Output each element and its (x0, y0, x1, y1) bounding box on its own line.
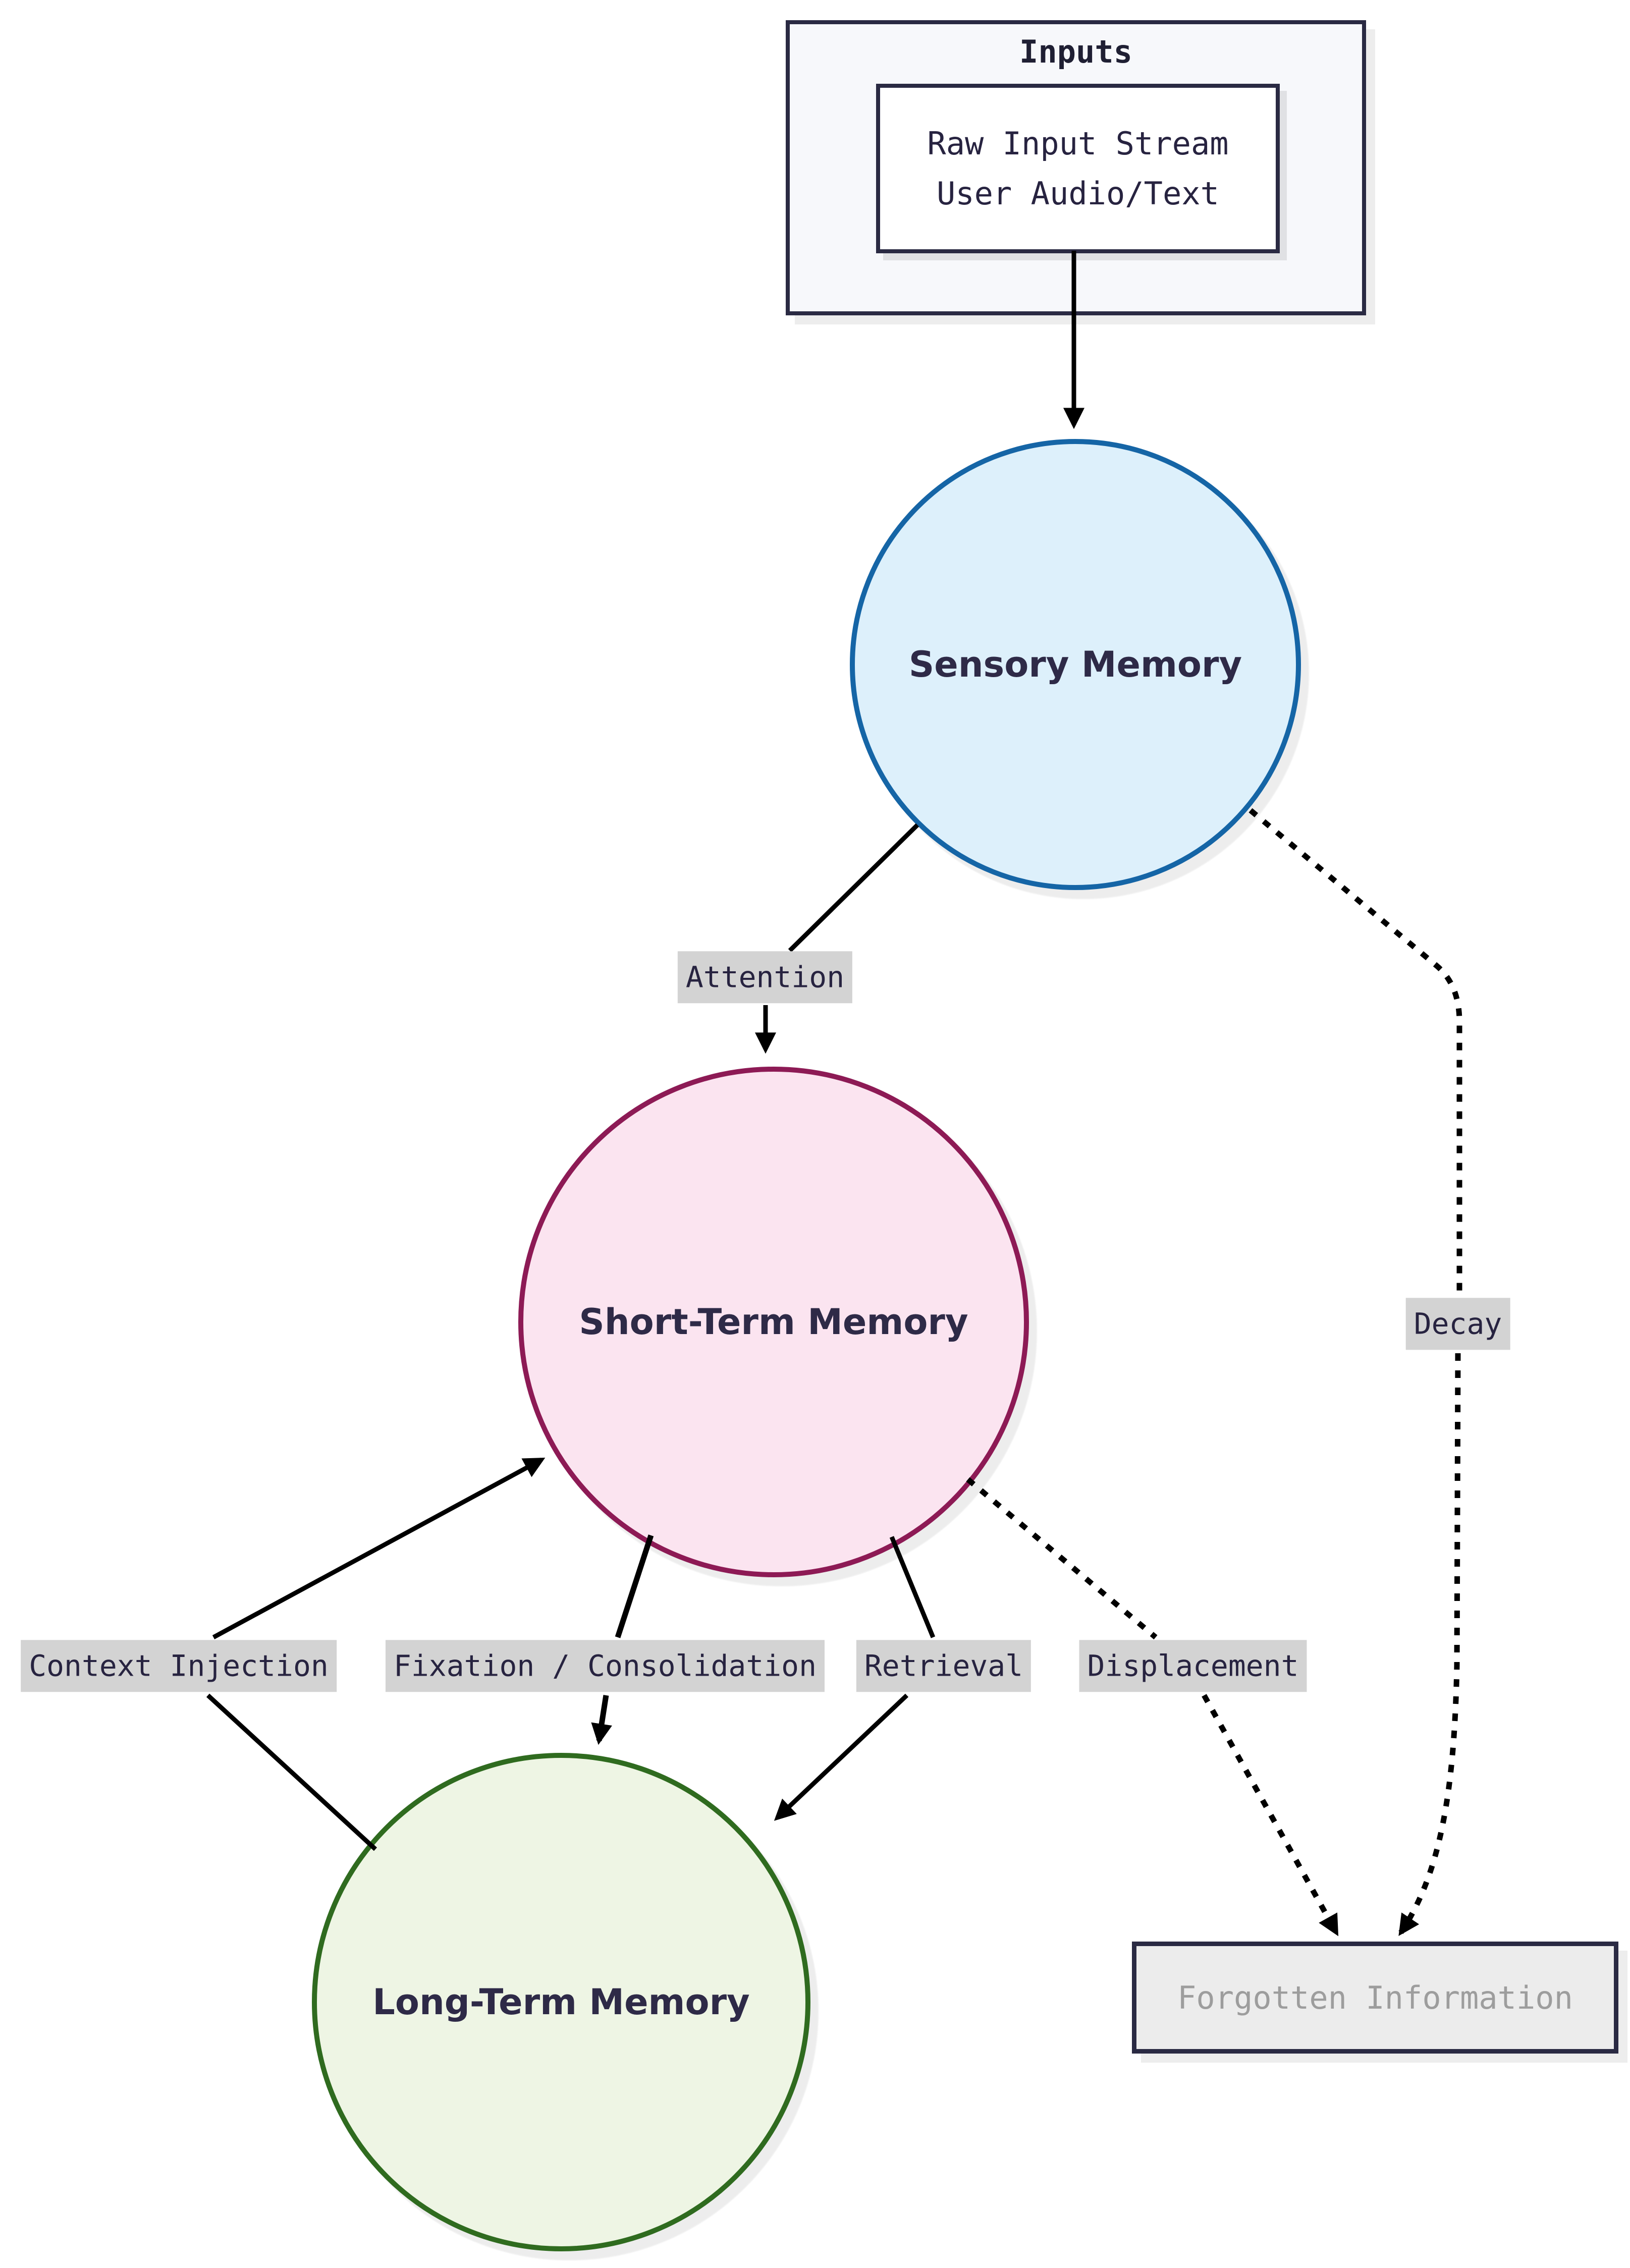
edge-displacement-arrow (1202, 1694, 1339, 1937)
edge-decay-arrow (1398, 1353, 1461, 1936)
edge-label-decay: Decay (1405, 1298, 1510, 1350)
inputs-group-title: Inputs (1019, 33, 1132, 70)
edge-context-injection-lower (206, 1693, 377, 1851)
edge-label-fixation-consolidation: Fixation / Consolidation (385, 1640, 825, 1692)
edge-label-retrieval: Retrieval (856, 1640, 1031, 1692)
node-sensory-memory-label: Sensory Memory (908, 644, 1242, 685)
edge-fixation-arrow (591, 1695, 612, 1745)
node-sensory-memory: Sensory Memory (850, 439, 1301, 890)
edge-label-attention: Attention (677, 951, 853, 1004)
node-long-term-memory-label: Long-Term Memory (372, 1981, 750, 2023)
raw-input-node: Raw Input Stream User Audio/Text (876, 84, 1280, 253)
edge-retrieval-arrow (774, 1693, 909, 1821)
node-forgotten-information: Forgotten Information (1132, 1942, 1618, 2054)
edge-label-displacement: Displacement (1079, 1640, 1307, 1692)
node-short-term-memory-label: Short-Term Memory (579, 1301, 968, 1343)
edge-decay-upper (1248, 808, 1462, 1295)
edge-label-context-injection: Context Injection (21, 1640, 337, 1692)
node-long-term-memory: Long-Term Memory (312, 1753, 810, 2251)
edge-fixation-upper (615, 1534, 654, 1638)
edge-context-injection-arrow (212, 1457, 546, 1639)
edge-attention-upper (788, 823, 919, 953)
node-forgotten-information-label: Forgotten Information (1177, 1979, 1573, 2016)
node-short-term-memory: Short-Term Memory (518, 1067, 1029, 1577)
edge-displacement-upper (966, 1477, 1158, 1640)
raw-input-line1: Raw Input Stream (927, 125, 1229, 162)
raw-input-line2: User Audio/Text (937, 175, 1219, 212)
edge-retrieval-upper (889, 1536, 936, 1638)
